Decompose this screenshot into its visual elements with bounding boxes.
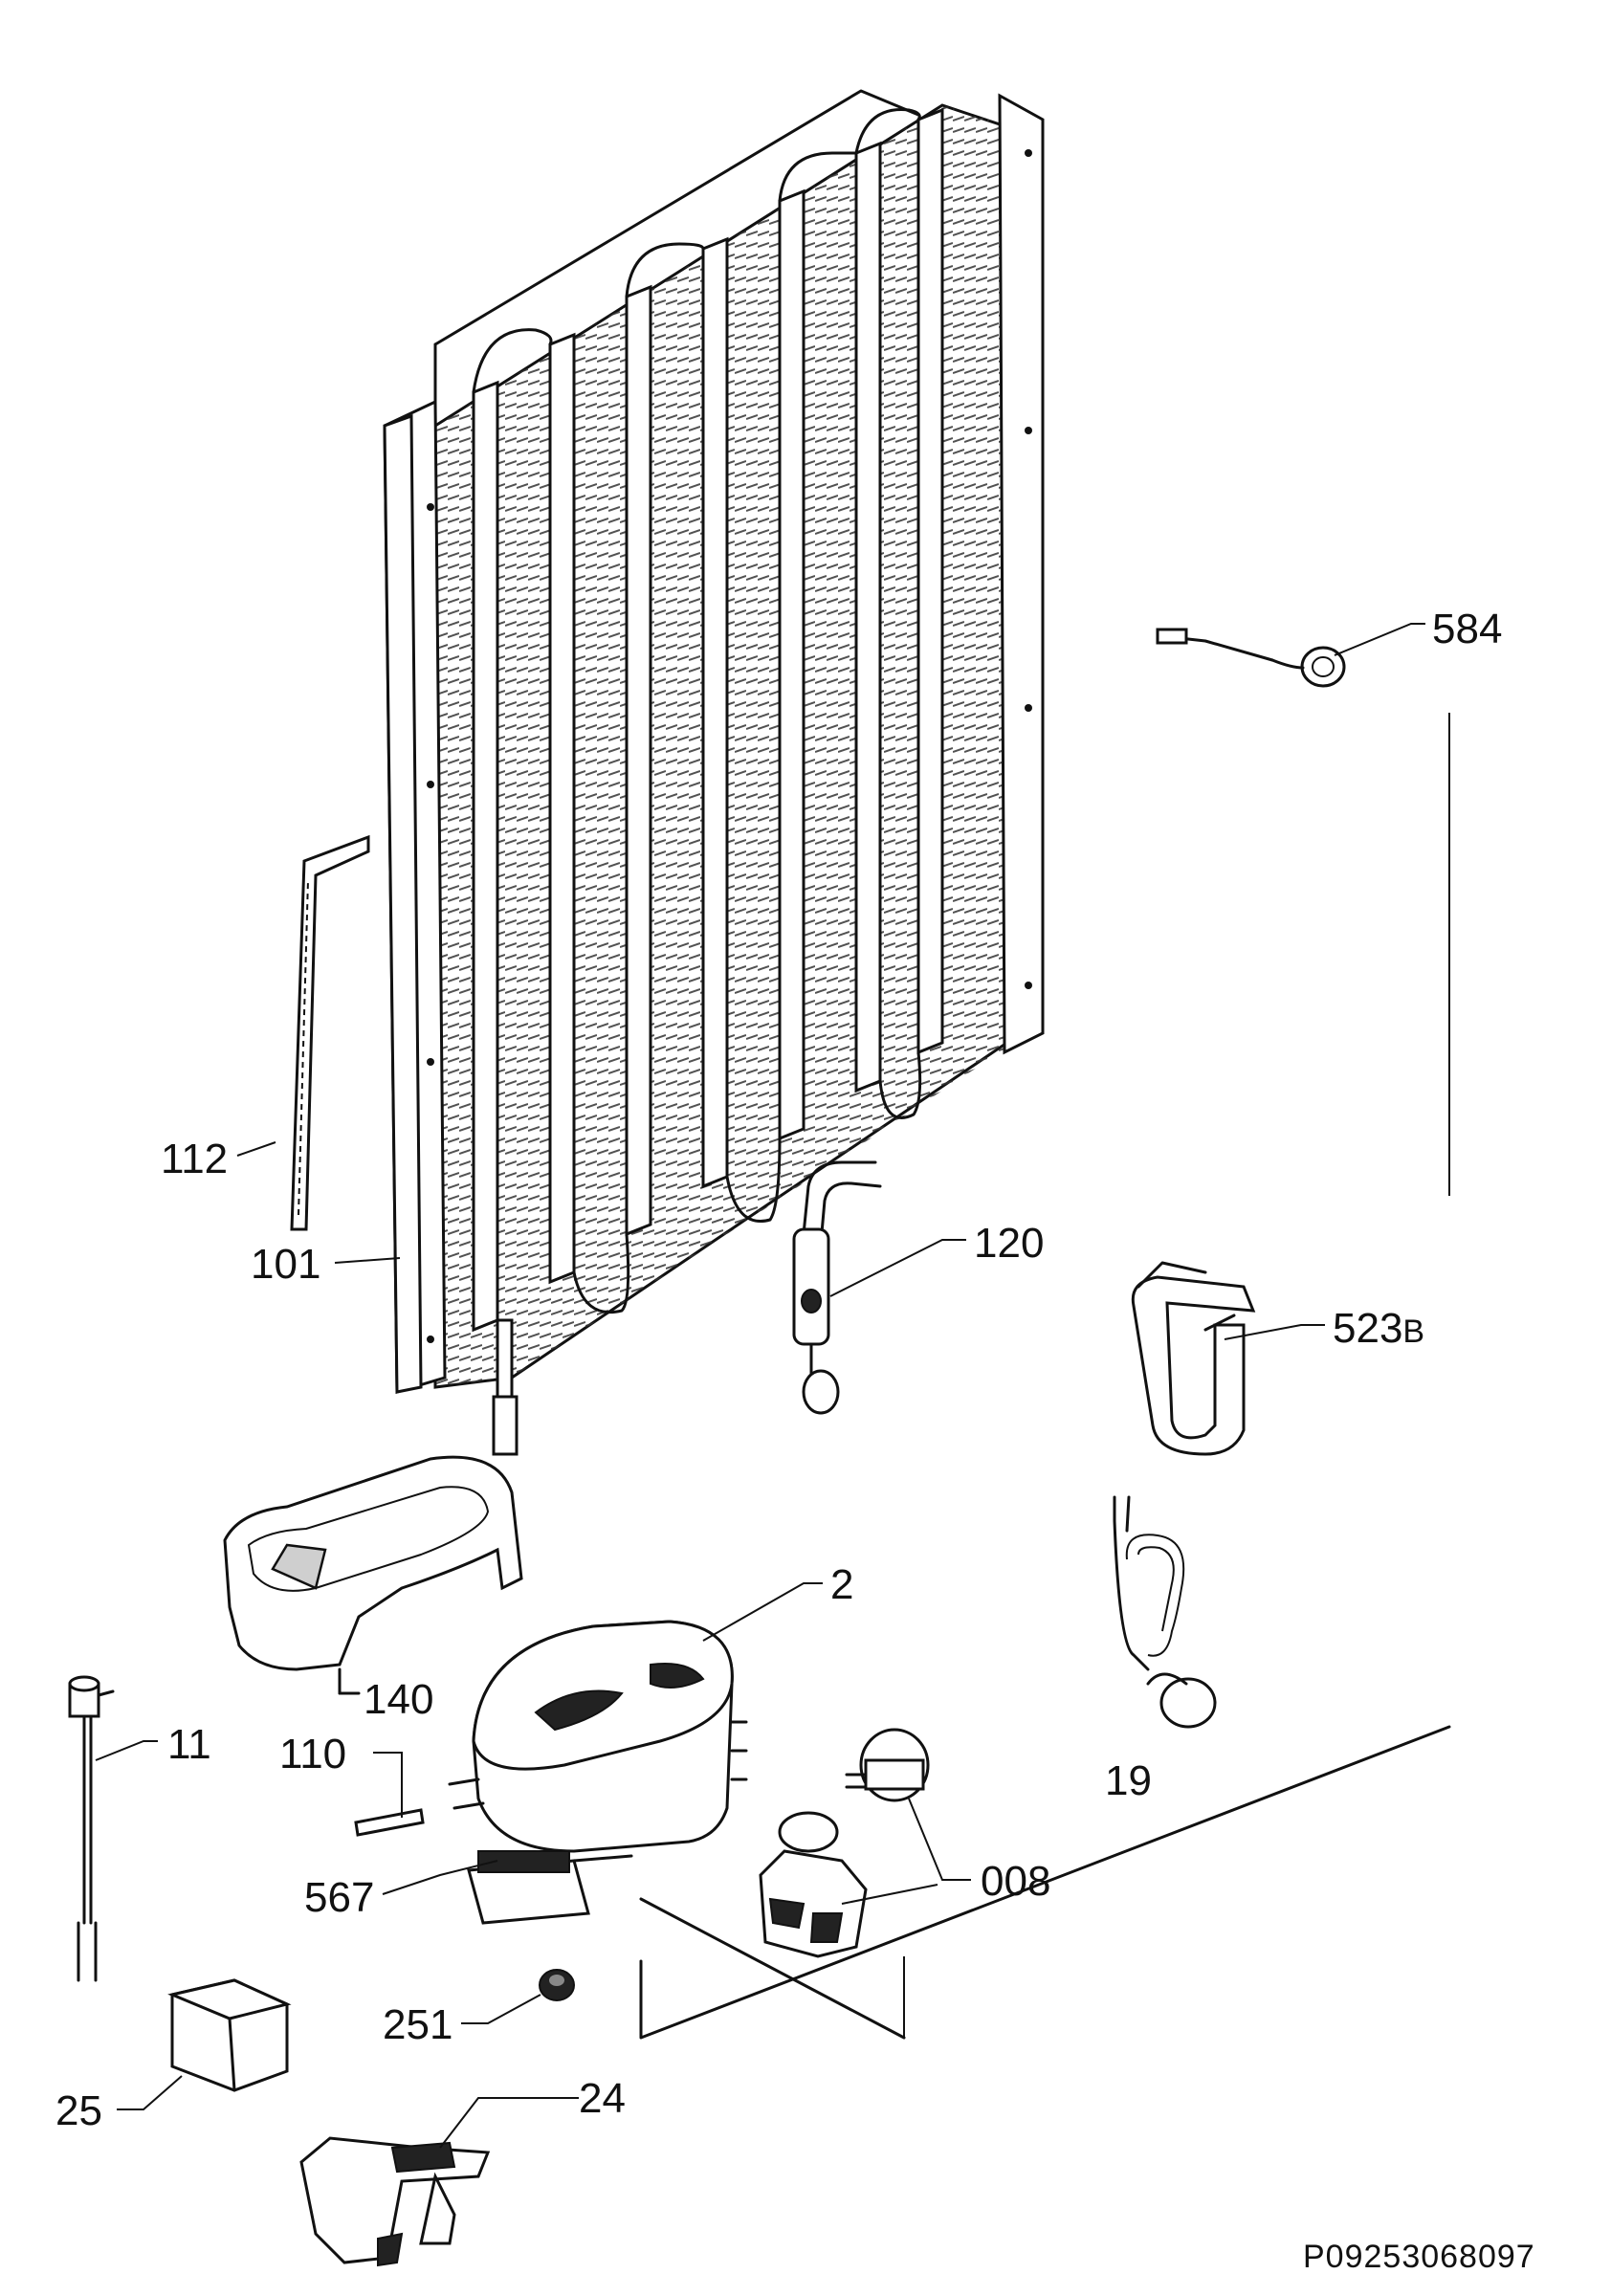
leader-lines xyxy=(95,623,1425,2149)
part-label-11: 11 xyxy=(167,1721,211,1768)
part-label-120: 120 xyxy=(974,1220,1045,1267)
part-120-drawing xyxy=(792,1160,882,1415)
condenser-panel xyxy=(383,93,1045,1456)
part-label-19: 19 xyxy=(1105,1757,1152,1804)
part-label-25: 25 xyxy=(55,2087,102,2134)
part-label-101: 101 xyxy=(251,1241,321,1288)
part-label-112: 112 xyxy=(161,1136,229,1182)
part-19-drawing xyxy=(1113,1495,1217,1729)
part-523b-drawing xyxy=(1131,1261,1256,1456)
part-110-drawing xyxy=(354,1808,425,1837)
part-140-drawing xyxy=(223,1455,523,1695)
part-251-drawing xyxy=(539,1969,575,2001)
part-2-compressor-drawing xyxy=(448,1620,748,1925)
part-label-251: 251 xyxy=(383,2001,453,2048)
part-label-008: 008 xyxy=(981,1858,1051,1905)
drawing-code: P09253068097 xyxy=(1303,2239,1535,2275)
part-584-drawing xyxy=(1156,628,1346,688)
part-label-584: 584 xyxy=(1432,606,1503,652)
part-label-140: 140 xyxy=(364,1676,434,1723)
part-label-523b: 523B xyxy=(1333,1305,1425,1352)
part-label-567: 567 xyxy=(304,1874,375,1921)
cabinet-back-wall xyxy=(433,89,1451,2040)
part-24-drawing xyxy=(299,2136,491,2267)
part-label-24: 24 xyxy=(579,2075,626,2122)
part-112-drawing xyxy=(290,834,370,1231)
part-25-drawing xyxy=(167,1978,292,2092)
part-11-drawing xyxy=(68,1675,115,1982)
part-label-2: 2 xyxy=(830,1561,854,1608)
part-008-drawing xyxy=(759,1728,930,1958)
part-label-110: 110 xyxy=(279,1731,347,1777)
